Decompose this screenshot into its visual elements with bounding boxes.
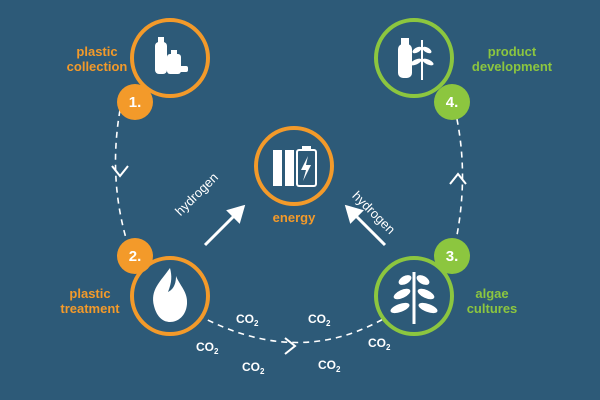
co2-subscript: 2	[254, 319, 259, 328]
co2-subscript: 2	[386, 343, 391, 352]
step-1-label: plastic collection	[62, 44, 132, 74]
chevron-right-icon	[284, 337, 297, 355]
battery-icon	[273, 146, 317, 187]
step-1-label-line1: plastic	[76, 44, 118, 59]
step-2-label-line1: plastic	[69, 286, 111, 301]
path-treatment-to-algae	[197, 314, 391, 344]
step-2-number: 2.	[117, 238, 153, 274]
step-4-circle	[374, 18, 454, 98]
step-3-label-line2: cultures	[466, 301, 518, 316]
bottle-with-algae-icon	[398, 38, 434, 80]
algae-icon	[390, 272, 438, 324]
arrow-right-hydrogen-line	[353, 213, 387, 247]
co2-label: CO2	[318, 358, 340, 374]
energy-label: energy	[272, 210, 316, 225]
arrow-right-hydrogen-head	[344, 204, 364, 224]
step-1-label-line2: collection	[66, 59, 128, 74]
step-3-number: 3.	[434, 238, 470, 274]
co2-subscript: 2	[326, 319, 331, 328]
arrow-left-hydrogen-head	[226, 204, 246, 224]
chevron-up-icon	[449, 172, 467, 185]
co2-main: CO	[308, 312, 326, 326]
co2-subscript: 2	[260, 367, 265, 376]
step-2-label-line2: treatment	[60, 301, 120, 316]
co2-main: CO	[236, 312, 254, 326]
co2-label: CO2	[196, 340, 218, 356]
flame-icon	[153, 268, 188, 322]
co2-subscript: 2	[214, 347, 219, 356]
step-4-label-line2: development	[471, 59, 553, 74]
step-4-number: 4.	[434, 84, 470, 120]
co2-label: CO2	[368, 336, 390, 352]
co2-label: CO2	[242, 360, 264, 376]
path-algae-to-product	[454, 109, 464, 246]
co2-subscript: 2	[336, 365, 341, 374]
step-4-label-line1: product	[487, 44, 537, 59]
co2-main: CO	[196, 340, 214, 354]
co2-main: CO	[242, 360, 260, 374]
co2-label: CO2	[236, 312, 258, 328]
step-4-label: product development	[462, 44, 562, 74]
step-1-number: 1.	[117, 84, 153, 120]
co2-label: CO2	[308, 312, 330, 328]
chevron-down-icon	[111, 165, 129, 178]
step-3-label-line1: algae	[475, 286, 509, 301]
co2-main: CO	[368, 336, 386, 350]
co2-main: CO	[318, 358, 336, 372]
path-collection-to-treatment	[114, 109, 129, 246]
step-2-label: plastic treatment	[50, 286, 130, 316]
plastic-bottles-icon	[155, 37, 188, 74]
arrow-left-hydrogen-line	[203, 213, 237, 247]
step-3-label: algae cultures	[462, 286, 522, 316]
